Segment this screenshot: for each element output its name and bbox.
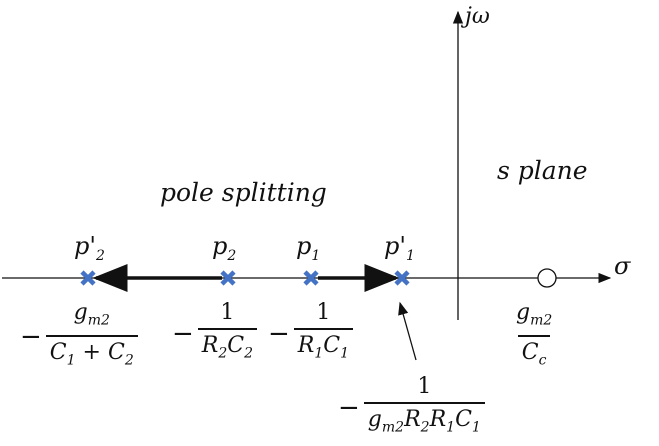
zero-marker [537,268,557,288]
pole-value-p2-prime: − gm2 C1 + C2 [20,298,138,377]
pole-label-p2: p2 [212,232,237,264]
denominator: C1 + C2 [45,335,138,376]
denominator: R1C1 [293,328,354,369]
denominator: gm2R2R1C1 [363,402,485,443]
imag-axis-label: jω [465,4,490,29]
numerator: gm2 [516,300,553,329]
denominator: Cc [517,335,551,376]
pole-label-p2-prime: p'2 [74,232,105,264]
minus-sign: − [268,318,290,349]
pole-marker-p1 [303,270,319,286]
plane-label: s plane [497,156,588,185]
numerator: 1 [417,374,432,399]
minus-sign: − [20,322,42,353]
pole-label-p1: p1 [296,232,321,264]
pole-marker-p2-prime [80,270,96,286]
diagram-title: pole splitting [160,178,327,207]
minus-sign: − [338,392,360,423]
pole-label-p1-prime: p'1 [384,232,415,264]
minus-sign: − [172,318,194,349]
pole-value-p1-prime: − 1 gm2R2R1C1 [338,372,485,443]
numerator: 1 [316,300,331,325]
zero-value: gm2 Cc [512,298,556,377]
numerator: gm2 [73,300,110,329]
numerator: 1 [220,300,235,325]
pole-value-p1: − 1 R1C1 [268,298,354,369]
real-axis-label: σ [614,252,631,280]
pole-marker-p1-prime [394,270,410,286]
pole-marker-p2 [220,270,236,286]
pointer-arrow [398,301,417,361]
pole-value-p2: − 1 R2C2 [172,298,258,369]
denominator: R2C2 [197,328,258,369]
